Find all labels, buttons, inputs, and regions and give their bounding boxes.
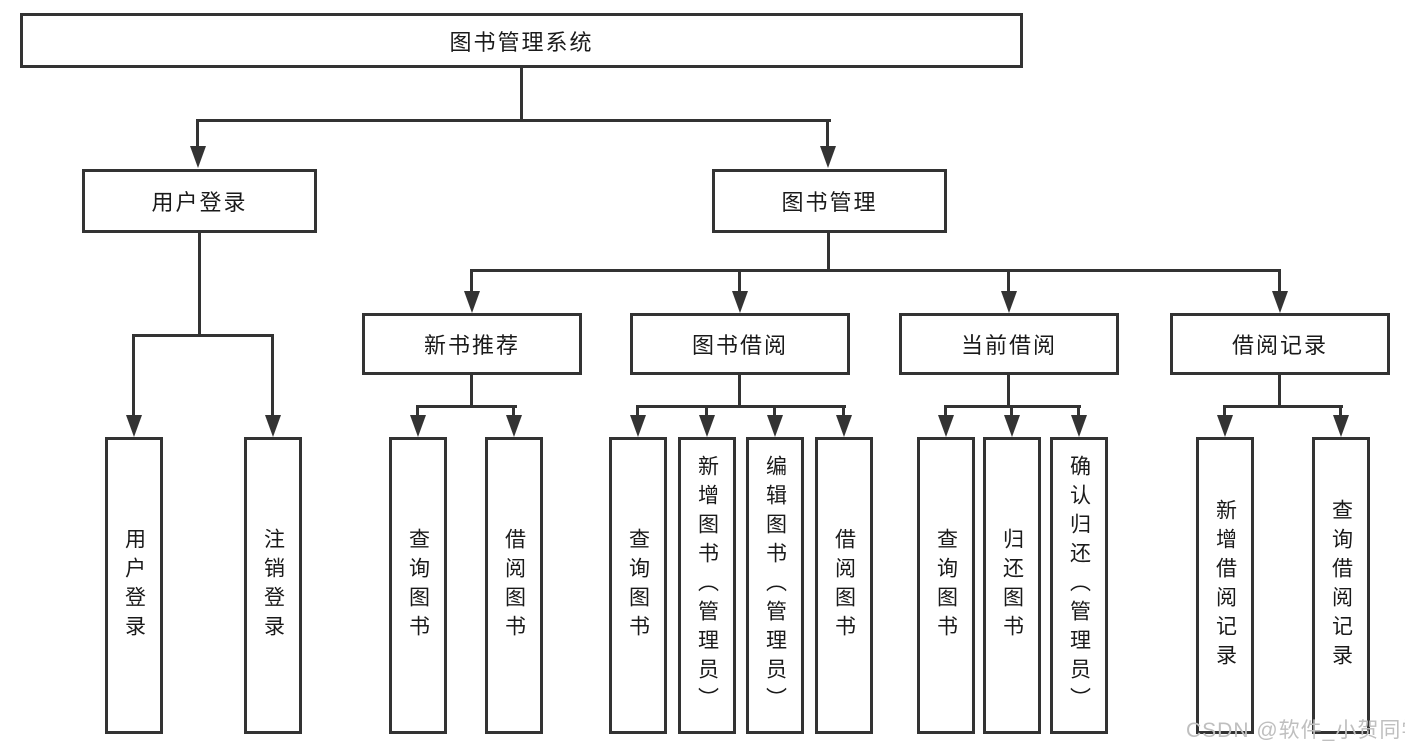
connector-line [520,68,523,122]
arrowhead-down-icon [1272,291,1288,313]
connector-line [512,405,515,417]
leaf-borrow-books-borrowing: 借阅图书 [815,437,873,734]
leaf-query-books-borrowing: 查询图书 [609,437,667,734]
arrowhead-down-icon [265,415,281,437]
arrowhead-down-icon [1001,291,1017,313]
node-book-management: 图书管理 [712,169,947,233]
arrowhead-down-icon [464,291,480,313]
arrowhead-down-icon [1217,415,1233,437]
connector-line [1339,405,1342,417]
arrowhead-down-icon [1071,415,1087,437]
connector-line [1007,375,1010,408]
arrowhead-down-icon [938,415,954,437]
arrowhead-down-icon [126,415,142,437]
connector-line [842,405,845,417]
leaf-add-borrow-record: 新增借阅记录 [1196,437,1254,734]
connector-line [271,334,274,417]
connector-line [1223,405,1343,408]
node-book-borrowing: 图书借阅 [630,313,850,375]
leaf-borrow-books-recommend: 借阅图书 [485,437,543,734]
arrowhead-down-icon [410,415,426,437]
leaf-return-books: 归还图书 [983,437,1041,734]
connector-line [738,269,741,293]
connector-line [636,405,846,408]
arrowhead-down-icon [1004,415,1020,437]
connector-line [826,119,829,147]
arrowhead-down-icon [506,415,522,437]
leaf-query-borrow-record: 查询借阅记录 [1312,437,1370,734]
connector-line [416,405,517,408]
connector-line [773,405,776,417]
leaf-edit-books-admin: 编辑图书（管理员） [746,437,804,734]
arrowhead-down-icon [699,415,715,437]
connector-line [1077,405,1080,417]
connector-line [196,119,199,147]
connector-line [636,405,639,417]
connector-line [1010,405,1013,417]
connector-line [470,269,1281,272]
connector-line [1278,375,1281,408]
arrowhead-down-icon [820,146,836,168]
leaf-confirm-return-admin: 确认归还（管理员） [1050,437,1108,734]
connector-line [705,405,708,417]
arrowhead-down-icon [732,291,748,313]
connector-line [470,375,473,408]
node-borrow-records: 借阅记录 [1170,313,1390,375]
connector-line [1278,269,1281,293]
connector-line [132,334,274,337]
arrowhead-down-icon [767,415,783,437]
connector-line [827,233,830,272]
arrowhead-down-icon [630,415,646,437]
leaf-add-books-admin: 新增图书（管理员） [678,437,736,734]
connector-line [1223,405,1226,417]
node-new-book-recommend: 新书推荐 [362,313,582,375]
connector-line [470,269,473,293]
node-user-login: 用户登录 [82,169,317,233]
node-library-management-system: 图书管理系统 [20,13,1023,68]
leaf-query-books-current: 查询图书 [917,437,975,734]
connector-line [416,405,419,417]
watermark: CSDN @软件_小贺同学 [1186,719,1405,742]
connector-line [198,233,201,337]
leaf-user-login: 用户登录 [105,437,163,734]
arrowhead-down-icon [1333,415,1349,437]
connector-line [944,405,947,417]
connector-line [738,375,741,408]
leaf-query-books-recommend: 查询图书 [389,437,447,734]
connector-line [1007,269,1010,293]
connector-line [196,119,831,122]
node-current-borrowing: 当前借阅 [899,313,1119,375]
connector-line [132,334,135,417]
leaf-logout: 注销登录 [244,437,302,734]
arrowhead-down-icon [190,146,206,168]
arrowhead-down-icon [836,415,852,437]
